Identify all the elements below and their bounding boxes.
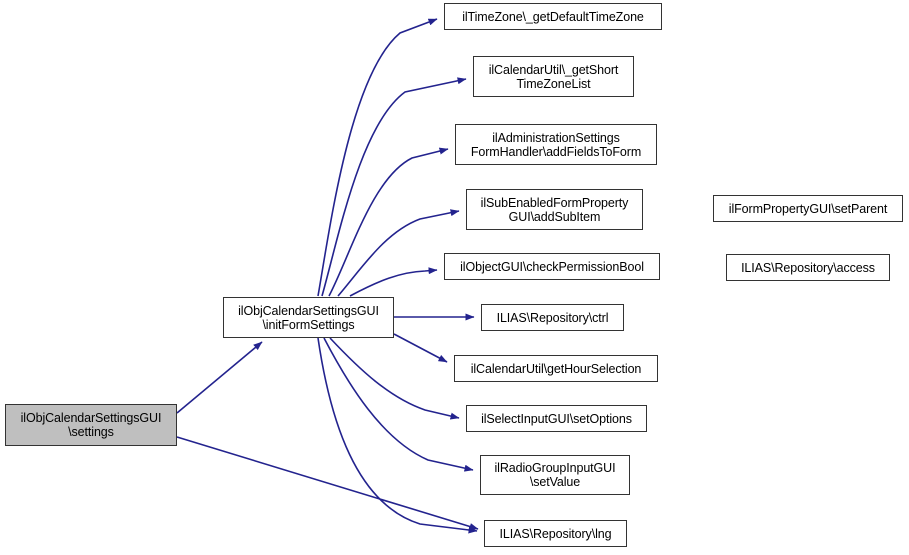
call-edge-initFormSettings-to-addFieldsToForm [328, 147, 449, 297]
call-edge-initFormSettings-to-setValue [323, 337, 474, 472]
graph-node-label-settings: ilObjCalendarSettingsGUI \settings [20, 411, 162, 439]
graph-node-label-getDefaultTimeZone: ilTimeZone\_getDefaultTimeZone [462, 9, 644, 24]
graph-node-lng[interactable]: ILIAS\Repository\lng [484, 520, 627, 547]
graph-node-checkPermissionBool[interactable]: ilObjectGUI\checkPermissionBool [444, 253, 660, 280]
call-edge-initFormSettings-to-getHourSelection [393, 333, 448, 363]
graph-node-label-lng: ILIAS\Repository\lng [499, 526, 612, 541]
graph-node-ctrl[interactable]: ILIAS\Repository\ctrl [481, 304, 624, 331]
graph-node-label-ctrl: ILIAS\Repository\ctrl [496, 310, 609, 325]
graph-node-label-addSubItem: ilSubEnabledFormProperty GUI\addSubItem [480, 195, 629, 224]
graph-node-addSubItem[interactable]: ilSubEnabledFormProperty GUI\addSubItem [466, 189, 643, 230]
graph-node-label-addFieldsToForm: ilAdministrationSettings FormHandler\add… [470, 130, 642, 159]
graph-node-setParent[interactable]: ilFormPropertyGUI\setParent [713, 195, 903, 222]
graph-node-initFormSettings[interactable]: ilObjCalendarSettingsGUI \initFormSettin… [223, 297, 394, 338]
graph-node-getDefaultTimeZone[interactable]: ilTimeZone\_getDefaultTimeZone [444, 3, 662, 30]
call-edge-initFormSettings-to-lng [317, 337, 478, 534]
graph-node-label-setParent: ilFormPropertyGUI\setParent [728, 201, 888, 216]
call-edge-initFormSettings-to-getShortTimeZoneList [321, 77, 467, 297]
graph-node-label-initFormSettings: ilObjCalendarSettingsGUI \initFormSettin… [238, 303, 379, 332]
graph-node-label-getHourSelection: ilCalendarUtil\getHourSelection [470, 361, 642, 376]
call-edge-settings-to-lng [176, 436, 479, 530]
call-edge-initFormSettings-to-addSubItem [337, 209, 460, 297]
graph-node-getShortTimeZoneList[interactable]: ilCalendarUtil\_getShort TimeZoneList [473, 56, 634, 97]
graph-node-getHourSelection[interactable]: ilCalendarUtil\getHourSelection [454, 355, 658, 382]
call-edge-initFormSettings-to-getDefaultTimeZone [317, 18, 438, 297]
graph-node-settings[interactable]: ilObjCalendarSettingsGUI \settings [5, 404, 177, 446]
graph-node-access[interactable]: ILIAS\Repository\access [726, 254, 890, 281]
graph-node-label-getShortTimeZoneList: ilCalendarUtil\_getShort TimeZoneList [488, 62, 619, 91]
call-edge-settings-to-initFormSettings [176, 341, 263, 414]
graph-node-label-setOptions: ilSelectInputGUI\setOptions [481, 411, 632, 426]
graph-node-label-setValue: ilRadioGroupInputGUI \setValue [494, 461, 616, 489]
graph-node-setOptions[interactable]: ilSelectInputGUI\setOptions [466, 405, 647, 432]
call-edge-initFormSettings-to-setOptions [329, 337, 460, 420]
graph-node-label-checkPermissionBool: ilObjectGUI\checkPermissionBool [460, 259, 644, 274]
graph-node-label-access: ILIAS\Repository\access [741, 260, 875, 275]
graph-node-addFieldsToForm[interactable]: ilAdministrationSettings FormHandler\add… [455, 124, 657, 165]
graph-node-setValue[interactable]: ilRadioGroupInputGUI \setValue [480, 455, 630, 495]
call-edge-initFormSettings-to-checkPermissionBool [349, 267, 438, 297]
